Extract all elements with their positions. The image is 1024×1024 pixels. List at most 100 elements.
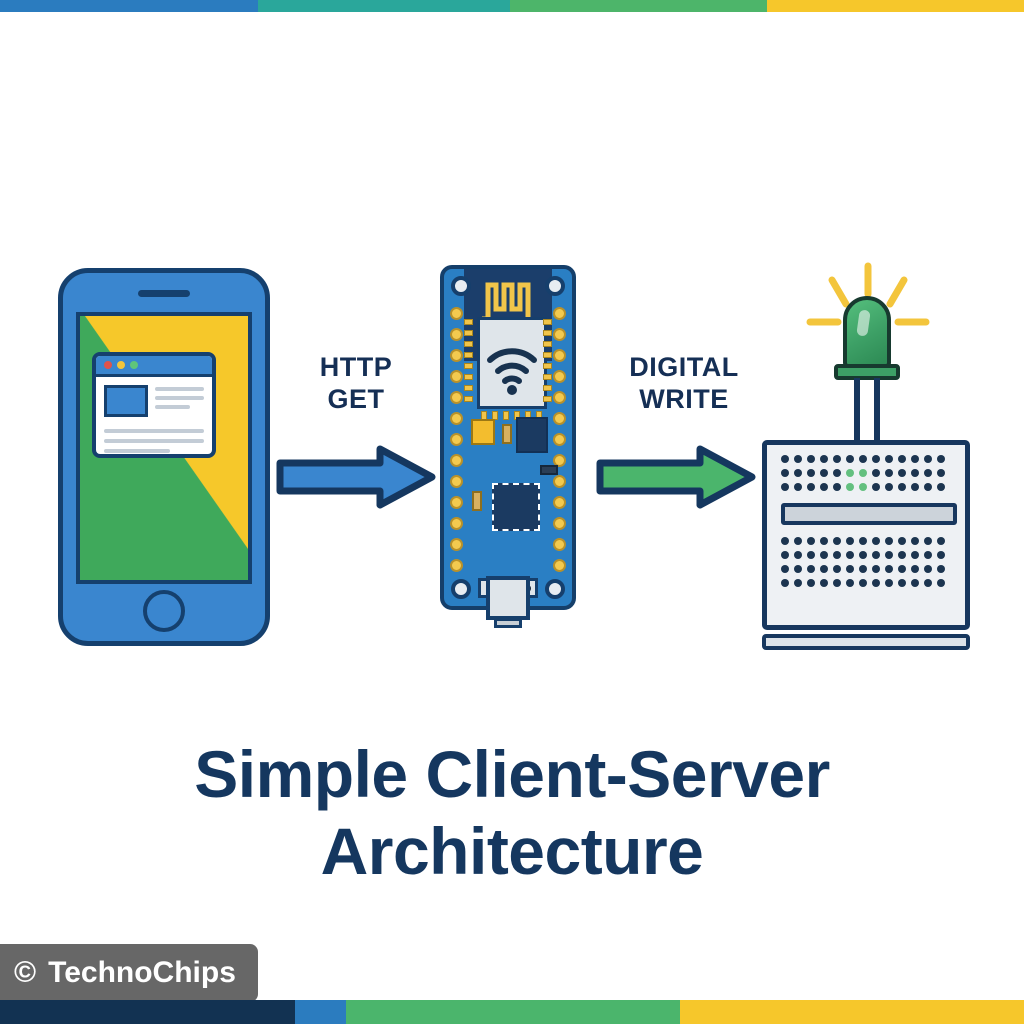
pad: [543, 330, 552, 336]
pin: [450, 307, 463, 320]
hole: [794, 579, 802, 587]
hole: [781, 579, 789, 587]
text-line: [155, 387, 204, 391]
hole: [846, 579, 854, 587]
hole: [820, 579, 828, 587]
led-cathode-leg: [874, 378, 880, 448]
hole: [911, 579, 919, 587]
watermark-text: TechnoChips: [48, 956, 236, 989]
pin: [553, 349, 566, 362]
hole: [807, 537, 815, 545]
hole: [794, 483, 802, 491]
microcontroller-chip: [492, 483, 540, 531]
breadboard-base-strip: [762, 634, 970, 650]
hole: [833, 469, 841, 477]
content-wide-lines: [96, 429, 212, 453]
top-bar-segment-blue: [0, 0, 259, 12]
hole: [833, 565, 841, 573]
pad: [464, 341, 473, 347]
pad: [464, 319, 473, 325]
pin: [450, 454, 463, 467]
text-line: [104, 439, 204, 443]
board-pcb: [440, 265, 576, 628]
hole: [885, 565, 893, 573]
usb-port-lip: [494, 618, 522, 628]
pin: [553, 454, 566, 467]
hole: [820, 455, 828, 463]
pad: [543, 385, 552, 391]
nodemcu-esp8266-board: [432, 265, 584, 635]
hole: [937, 469, 945, 477]
content-thumbnail: [104, 385, 148, 417]
wifi-dot: [507, 385, 517, 395]
pin: [553, 391, 566, 404]
phone-home-button[interactable]: [143, 590, 185, 632]
header-pins-right: [553, 307, 566, 572]
hole: [937, 579, 945, 587]
usb-port: [486, 576, 530, 620]
arrow-shape: [276, 445, 436, 509]
hole: [807, 469, 815, 477]
bottom-bar-segment-yellow: [679, 1000, 1024, 1024]
pad: [543, 396, 552, 402]
green-led-dome: [843, 296, 891, 368]
text-line: [155, 405, 191, 409]
hole: [898, 551, 906, 559]
hole: [820, 565, 828, 573]
hole: [807, 483, 815, 491]
hole: [820, 537, 828, 545]
diagram-stage: HTTP GET: [0, 240, 1024, 660]
hole: [885, 483, 893, 491]
hole: [898, 579, 906, 587]
hole: [911, 537, 919, 545]
pad: [492, 411, 498, 420]
hole: [924, 455, 932, 463]
hole: [807, 565, 815, 573]
pad: [543, 374, 552, 380]
hole: [781, 455, 789, 463]
hole: [846, 455, 854, 463]
hole: [924, 551, 932, 559]
mount-hole: [451, 276, 471, 296]
hole: [924, 483, 932, 491]
hole: [924, 565, 932, 573]
hole: [937, 537, 945, 545]
breadboard-body: [762, 440, 970, 630]
led-highlight: [856, 309, 871, 337]
top-bar-segment-green: [509, 0, 767, 12]
hole: [885, 537, 893, 545]
breadboard-with-led: [752, 260, 982, 650]
mount-hole: [451, 579, 471, 599]
pin: [553, 517, 566, 530]
hole: [833, 483, 841, 491]
hole: [872, 537, 880, 545]
hole: [807, 455, 815, 463]
pin: [450, 433, 463, 446]
http-get-arrow-label: HTTP GET: [319, 352, 393, 414]
top-color-bar: [0, 0, 1024, 12]
hole: [911, 483, 919, 491]
text-line: [155, 396, 204, 400]
hole: [911, 551, 919, 559]
text-line: [104, 449, 170, 453]
breadboard-center-channel: [781, 503, 957, 525]
pin: [450, 370, 463, 383]
hole: [781, 483, 789, 491]
hole-lit: [846, 469, 854, 477]
hole: [872, 483, 880, 491]
hole: [859, 551, 867, 559]
arrow-shape: [596, 445, 756, 509]
hole: [911, 455, 919, 463]
pad: [464, 396, 473, 402]
hole: [937, 455, 945, 463]
pin: [450, 475, 463, 488]
phone-speaker-icon: [138, 290, 190, 297]
pin: [450, 517, 463, 530]
copyright-icon: ©: [14, 956, 37, 989]
component-yellow: [471, 419, 495, 445]
breadboard-holes-bottom: [781, 537, 950, 593]
breadboard-holes-top: [781, 455, 950, 497]
hole: [846, 565, 854, 573]
hole: [872, 579, 880, 587]
